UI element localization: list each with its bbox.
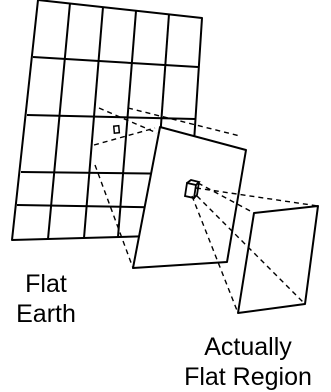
- earth-grid-row-line: [32, 56, 199, 68]
- projection-line: [93, 127, 156, 146]
- projection-line: [127, 107, 241, 137]
- plane-selected-box: [183, 179, 201, 200]
- projection-lines-first: [93, 107, 241, 269]
- projection-line: [197, 182, 255, 214]
- projection-line: [196, 195, 306, 305]
- earth-grid: [11, 0, 203, 241]
- projection-lines-second: [191, 182, 319, 314]
- earth-selected-spot: [112, 124, 121, 134]
- flat-earth-label-line2: Earth: [16, 300, 76, 328]
- flat-region-label-line2: Flat Region: [184, 363, 312, 391]
- projection-line: [94, 164, 134, 269]
- earth-grid-col-line: [83, 6, 104, 239]
- flat-region-label-line1: Actually: [204, 333, 292, 361]
- earth-grid-col-line: [47, 2, 71, 240]
- projection-line: [98, 107, 158, 134]
- projection-line: [195, 187, 319, 207]
- earth-grid-col-line: [117, 10, 137, 238]
- earth-grid-row-line: [26, 114, 196, 120]
- projection-line: [191, 195, 239, 314]
- flat-earth-label-line1: Flat: [25, 270, 67, 298]
- flat-region-plane: [237, 205, 319, 314]
